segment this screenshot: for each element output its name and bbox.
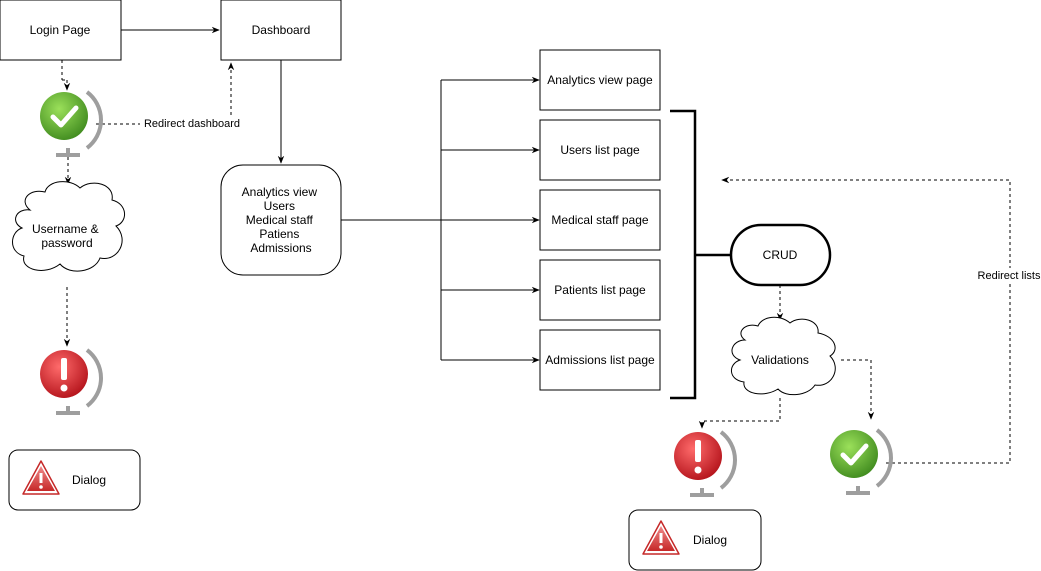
globe-error-icon xyxy=(40,348,103,415)
edge-validations-success xyxy=(841,359,875,420)
cloud-shape xyxy=(12,181,125,272)
node-analytics-view-page[interactable]: Analytics view page xyxy=(539,49,661,111)
admissions-page-label: Admissions list page xyxy=(545,353,655,367)
label-redirect-dashboard: Redirect dashboard xyxy=(144,118,240,130)
warning-triangle-icon xyxy=(22,460,60,495)
node-login-page[interactable]: Login Page xyxy=(0,0,122,61)
credentials-line: password xyxy=(41,236,92,250)
node-admissions-list-page[interactable]: Admissions list page xyxy=(539,329,661,391)
label-redirect-lists: Redirect lists xyxy=(978,270,1041,282)
credentials-line: Username & xyxy=(32,222,99,236)
menu-item: Medical staff xyxy=(246,213,314,227)
node-dialog-left[interactable]: Dialog xyxy=(8,449,141,511)
edges xyxy=(61,26,1011,464)
menu-item: Admissions xyxy=(250,241,311,255)
analytics-page-label: Analytics view page xyxy=(547,73,653,87)
users-page-label: Users list page xyxy=(560,143,640,157)
globe-error-icon xyxy=(674,430,737,497)
node-patients-list-page[interactable]: Patients list page xyxy=(539,259,661,321)
node-dashboard[interactable]: Dashboard xyxy=(220,0,342,61)
medical-page-label: Medical staff page xyxy=(551,213,648,227)
validations-label: Validations xyxy=(751,353,809,367)
edge-validations-error xyxy=(698,398,781,429)
edge-redirect-dashboard xyxy=(96,62,235,125)
dialog-left-label: Dialog xyxy=(72,473,106,487)
globe-check-icon xyxy=(40,90,103,157)
menu-label: Analytics view Users Medical staff Patie… xyxy=(242,185,321,255)
node-credentials-cloud[interactable]: Username & password xyxy=(12,181,125,272)
menu-item: Users xyxy=(264,199,295,213)
patients-page-label: Patients list page xyxy=(554,283,646,297)
pages-bracket xyxy=(670,109,697,400)
node-dialog-right[interactable]: Dialog xyxy=(628,509,762,571)
node-medical-staff-page[interactable]: Medical staff page xyxy=(539,189,661,251)
node-dashboard-menu[interactable]: Analytics view Users Medical staff Patie… xyxy=(220,164,342,276)
node-crud[interactable]: CRUD xyxy=(729,223,832,287)
svg-text:Username & password: Username & password xyxy=(32,222,102,250)
globe-check-icon xyxy=(830,428,893,495)
dashboard-label: Dashboard xyxy=(252,23,311,37)
warning-triangle-icon xyxy=(642,520,680,555)
cloud-shape xyxy=(731,316,836,396)
crud-label: CRUD xyxy=(763,248,798,262)
node-validations-cloud[interactable]: Validations xyxy=(731,316,836,396)
login-page-label: Login Page xyxy=(30,23,91,37)
edge-redirect-lists xyxy=(721,176,1011,464)
menu-item: Patiens xyxy=(259,227,299,241)
menu-item: Analytics view xyxy=(242,185,318,199)
dialog-right-label: Dialog xyxy=(693,533,727,547)
node-users-list-page[interactable]: Users list page xyxy=(539,119,661,181)
